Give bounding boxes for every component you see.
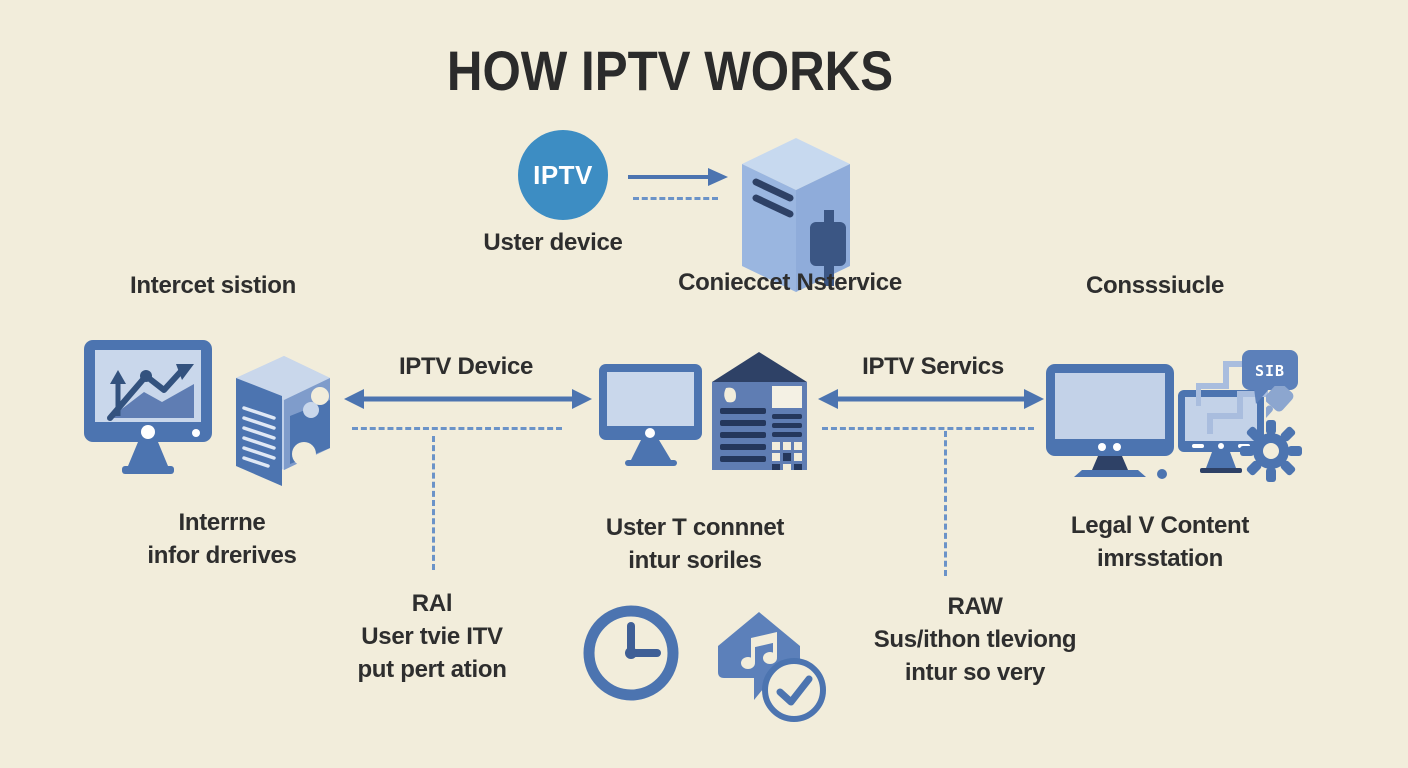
note-right-line3: intur so very	[904, 659, 1046, 686]
arrow-label-device: IPTV Device	[398, 353, 534, 380]
caption-left: Interrne infor drerives	[92, 506, 352, 572]
server-caption: Conieccet Nstervice	[678, 269, 902, 296]
caption-center: Uster T connnet intur soriles	[565, 511, 825, 577]
speech-bubble-label: SIB	[1254, 362, 1286, 380]
double-arrow-right-icon	[818, 389, 1044, 409]
caption-left-line2: infor drerives	[147, 542, 297, 569]
user-device-caption: Uster device	[483, 229, 623, 256]
caption-left-line1: Interrne	[178, 509, 266, 536]
iptv-badge-label: IPTV	[533, 159, 593, 190]
content-book-icon	[236, 356, 330, 486]
page-title: HOW IPTV WORKS	[446, 39, 894, 102]
server-tower-icon	[712, 352, 807, 470]
gear-icon	[1240, 420, 1302, 482]
dashed-connector-top	[633, 197, 718, 200]
clock-icon	[583, 605, 679, 701]
note-left-line2: User tvie ITV	[361, 623, 503, 650]
dashed-connector-left	[352, 427, 562, 430]
note-right-line1: RAW	[947, 593, 1003, 620]
speech-bubble-icon	[1242, 350, 1298, 404]
caption-right-line1: Legal V Content	[1070, 512, 1250, 539]
middle-monitor-icon	[599, 364, 702, 466]
note-left: RAl User tvie ITV put pert ation	[312, 587, 552, 686]
note-left-line1: RAl	[411, 590, 453, 617]
plug-icon	[1266, 386, 1294, 428]
iptv-badge: IPTV	[518, 130, 608, 220]
arrow-label-service: IPTV Servics	[862, 353, 1004, 380]
dashed-drop-right	[944, 431, 947, 576]
note-right: RAW Sus/ithon tleviong intur so very	[845, 590, 1105, 689]
big-monitor-icon	[1046, 364, 1174, 479]
section-label-left: Intercet sistion	[130, 272, 296, 299]
arrow-right-icon	[628, 168, 728, 186]
monitor-chart-icon	[84, 340, 212, 474]
double-arrow-left-icon	[344, 389, 592, 409]
note-left-line3: put pert ation	[357, 656, 507, 683]
caption-right: Legal V Content imrsstation	[1030, 509, 1290, 575]
caption-center-line2: intur soriles	[628, 547, 762, 574]
dashed-drop-left	[432, 436, 435, 570]
caption-right-line2: imrsstation	[1096, 545, 1224, 572]
circuit-steps-icon	[1196, 361, 1268, 434]
server-box-icon	[742, 138, 850, 292]
caption-center-line1: Uster T connnet	[605, 514, 785, 541]
checkmark-circle-icon	[762, 658, 826, 722]
note-right-line2: Sus/ithon tleviong	[873, 626, 1077, 653]
section-label-right: Consssiucle	[1085, 272, 1225, 299]
dashed-connector-right	[822, 427, 1034, 430]
